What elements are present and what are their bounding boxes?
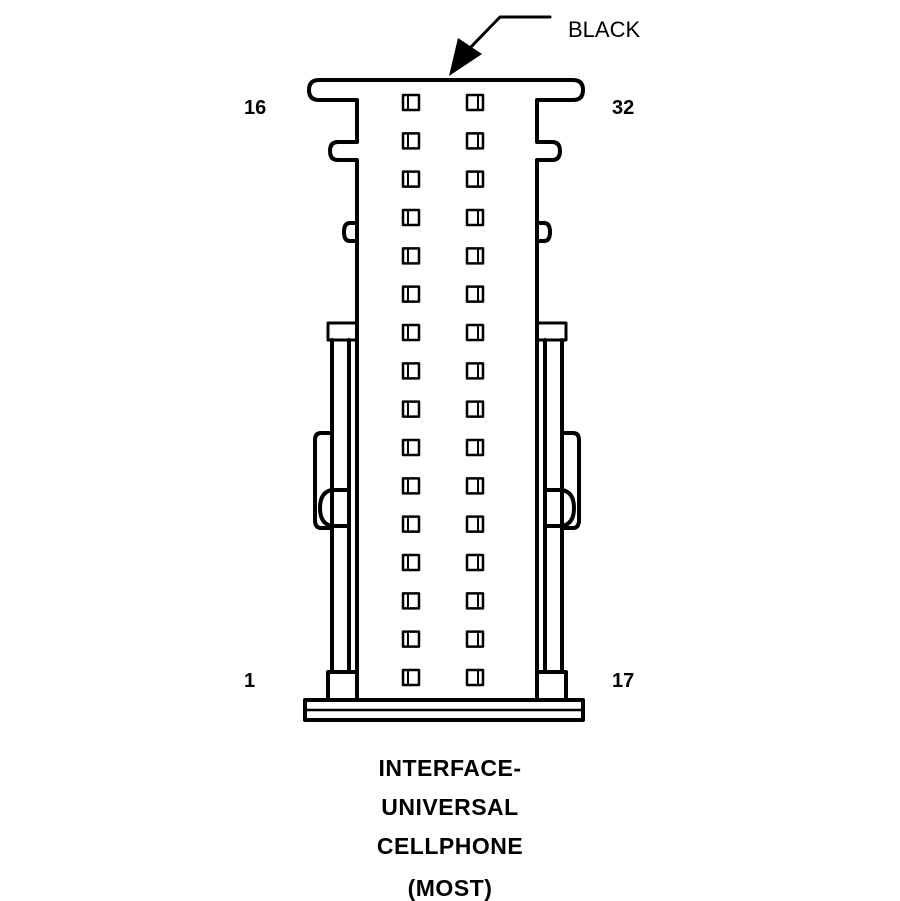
pin-label-bottom-left: 1 [244, 670, 255, 692]
pin-cavity-1 [401, 668, 421, 687]
pin-cavity-5 [401, 515, 421, 533]
pin-cavity-22 [465, 477, 485, 495]
pin-cavity-31 [465, 132, 485, 150]
side-bump-left [342, 221, 359, 243]
pin-cavity-19 [465, 592, 485, 610]
pin-cavity-17 [465, 668, 485, 687]
pin-label-top-right: 32 [612, 97, 634, 119]
caption-line-4: (MOST) [407, 875, 493, 901]
latch-right [535, 321, 581, 674]
pin-cavity-30 [465, 170, 485, 188]
pin-cavity-grid [401, 93, 485, 687]
pin-cavity-25 [465, 362, 485, 380]
pin-cavity-6 [401, 477, 421, 495]
pin-cavity-23 [465, 438, 485, 457]
caption-line-2: UNIVERSAL [381, 794, 519, 820]
pin-cavity-18 [465, 630, 485, 648]
caption-line-1: INTERFACE- [378, 755, 522, 781]
pin-cavity-16 [401, 93, 421, 112]
pin-cavity-2 [401, 630, 421, 648]
pin-cavity-13 [401, 208, 421, 227]
side-bump-right [535, 221, 552, 243]
pin-cavity-14 [401, 170, 421, 188]
pin-cavity-11 [401, 285, 421, 303]
color-callout-leader [466, 15, 552, 52]
pin-cavity-4 [401, 553, 421, 572]
pin-cavity-12 [401, 247, 421, 265]
pin-cavity-28 [465, 247, 485, 265]
pin-cavity-8 [401, 400, 421, 418]
color-callout-arrowhead [449, 38, 482, 76]
pin-cavity-9 [401, 362, 421, 380]
caption-line-3: CELLPHONE [376, 833, 524, 859]
pin-cavity-3 [401, 592, 421, 610]
pin-cavity-20 [465, 553, 485, 572]
pin-cavity-27 [465, 285, 485, 303]
pin-cavity-32 [465, 93, 485, 112]
pin-cavity-29 [465, 208, 485, 227]
pin-cavity-26 [465, 323, 485, 342]
pin-cavity-10 [401, 323, 421, 342]
foot-right [535, 670, 568, 702]
pin-cavity-21 [465, 515, 485, 533]
pin-cavity-15 [401, 132, 421, 150]
pin-cavity-7 [401, 438, 421, 457]
color-label: BLACK [568, 17, 640, 42]
pin-label-top-left: 16 [244, 97, 266, 119]
pin-label-bottom-right: 17 [612, 670, 634, 692]
pin-cavity-24 [465, 400, 485, 418]
latch-left [313, 321, 359, 674]
foot-left [326, 670, 359, 702]
